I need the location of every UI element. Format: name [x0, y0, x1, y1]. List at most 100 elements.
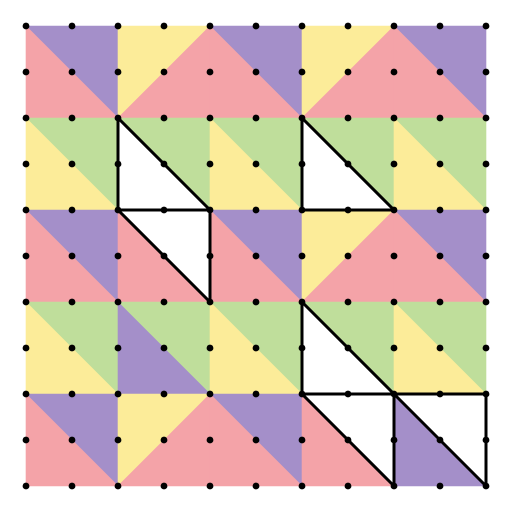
grid-dot: [298, 344, 306, 352]
grid-dot: [298, 436, 306, 444]
grid-dot: [160, 298, 168, 306]
grid-dot: [344, 482, 352, 490]
grid-dot: [252, 390, 260, 398]
grid-dot: [114, 114, 122, 122]
grid-dot: [344, 22, 352, 30]
grid-dot: [390, 482, 398, 490]
grid-dot: [390, 68, 398, 76]
grid-dot: [68, 298, 76, 306]
grid-dot: [298, 206, 306, 214]
grid-dot: [298, 114, 306, 122]
grid-dot: [160, 344, 168, 352]
grid-dot: [206, 298, 214, 306]
grid-dot: [298, 482, 306, 490]
grid-dot: [436, 436, 444, 444]
dot-grid: [22, 22, 490, 490]
grid-dot: [344, 114, 352, 122]
grid-dot: [114, 436, 122, 444]
grid-dot: [206, 160, 214, 168]
grid-dot: [344, 160, 352, 168]
grid-dot: [68, 22, 76, 30]
grid-dot: [206, 22, 214, 30]
grid-dot: [390, 114, 398, 122]
grid-dot: [252, 22, 260, 30]
grid-dot: [22, 68, 30, 76]
grid-dot: [390, 390, 398, 398]
grid-dot: [22, 160, 30, 168]
grid-dot: [206, 252, 214, 260]
grid-dot: [22, 114, 30, 122]
grid-dot: [436, 298, 444, 306]
grid-dot: [160, 436, 168, 444]
grid-dot: [298, 160, 306, 168]
grid-dot: [436, 252, 444, 260]
grid-dot: [22, 298, 30, 306]
grid-dot: [436, 206, 444, 214]
grid-dot: [206, 390, 214, 398]
grid-dot: [482, 298, 490, 306]
grid-dot: [22, 344, 30, 352]
grid-dot: [436, 114, 444, 122]
grid-dot: [390, 436, 398, 444]
grid-dot: [252, 344, 260, 352]
grid-dot: [482, 68, 490, 76]
grid-dot: [252, 114, 260, 122]
grid-dot: [390, 206, 398, 214]
grid-dot: [68, 390, 76, 398]
grid-dot: [252, 160, 260, 168]
grid-dot: [436, 68, 444, 76]
grid-dot: [298, 68, 306, 76]
grid-dot: [114, 298, 122, 306]
grid-dot: [252, 206, 260, 214]
grid-dot: [390, 252, 398, 260]
grid-dot: [160, 22, 168, 30]
grid-dot: [206, 482, 214, 490]
grid-dot: [252, 436, 260, 444]
grid-dot: [206, 68, 214, 76]
grid-dot: [68, 344, 76, 352]
grid-dot: [114, 390, 122, 398]
grid-dot: [344, 298, 352, 306]
grid-dot: [390, 22, 398, 30]
grid-dot: [482, 344, 490, 352]
grid-dot: [344, 68, 352, 76]
grid-dot: [298, 22, 306, 30]
grid-dot: [22, 206, 30, 214]
grid-dot: [482, 390, 490, 398]
grid-dot: [344, 344, 352, 352]
grid-dot: [160, 160, 168, 168]
grid-dot: [114, 344, 122, 352]
grid-dot: [390, 298, 398, 306]
grid-dot: [114, 206, 122, 214]
grid-dot: [114, 252, 122, 260]
grid-dot: [252, 68, 260, 76]
grid-dot: [390, 344, 398, 352]
grid-dot: [68, 482, 76, 490]
grid-dot: [206, 436, 214, 444]
grid-dot: [482, 252, 490, 260]
grid-dot: [160, 68, 168, 76]
grid-dot: [68, 436, 76, 444]
grid-dot: [436, 390, 444, 398]
grid-dot: [482, 482, 490, 490]
grid-dot: [298, 390, 306, 398]
grid-dot: [436, 160, 444, 168]
grid-dot: [22, 482, 30, 490]
grid-dot: [114, 482, 122, 490]
grid-dot: [482, 160, 490, 168]
grid-dot: [114, 22, 122, 30]
grid-dot: [22, 22, 30, 30]
grid-dot: [344, 206, 352, 214]
grid-dot: [160, 206, 168, 214]
grid-dot: [68, 206, 76, 214]
grid-dot: [298, 298, 306, 306]
grid-dot: [252, 252, 260, 260]
grid-dot: [436, 22, 444, 30]
grid-dot: [160, 114, 168, 122]
grid-dot: [68, 252, 76, 260]
grid-dot: [160, 482, 168, 490]
grid-dot: [68, 114, 76, 122]
grid-dot: [344, 436, 352, 444]
